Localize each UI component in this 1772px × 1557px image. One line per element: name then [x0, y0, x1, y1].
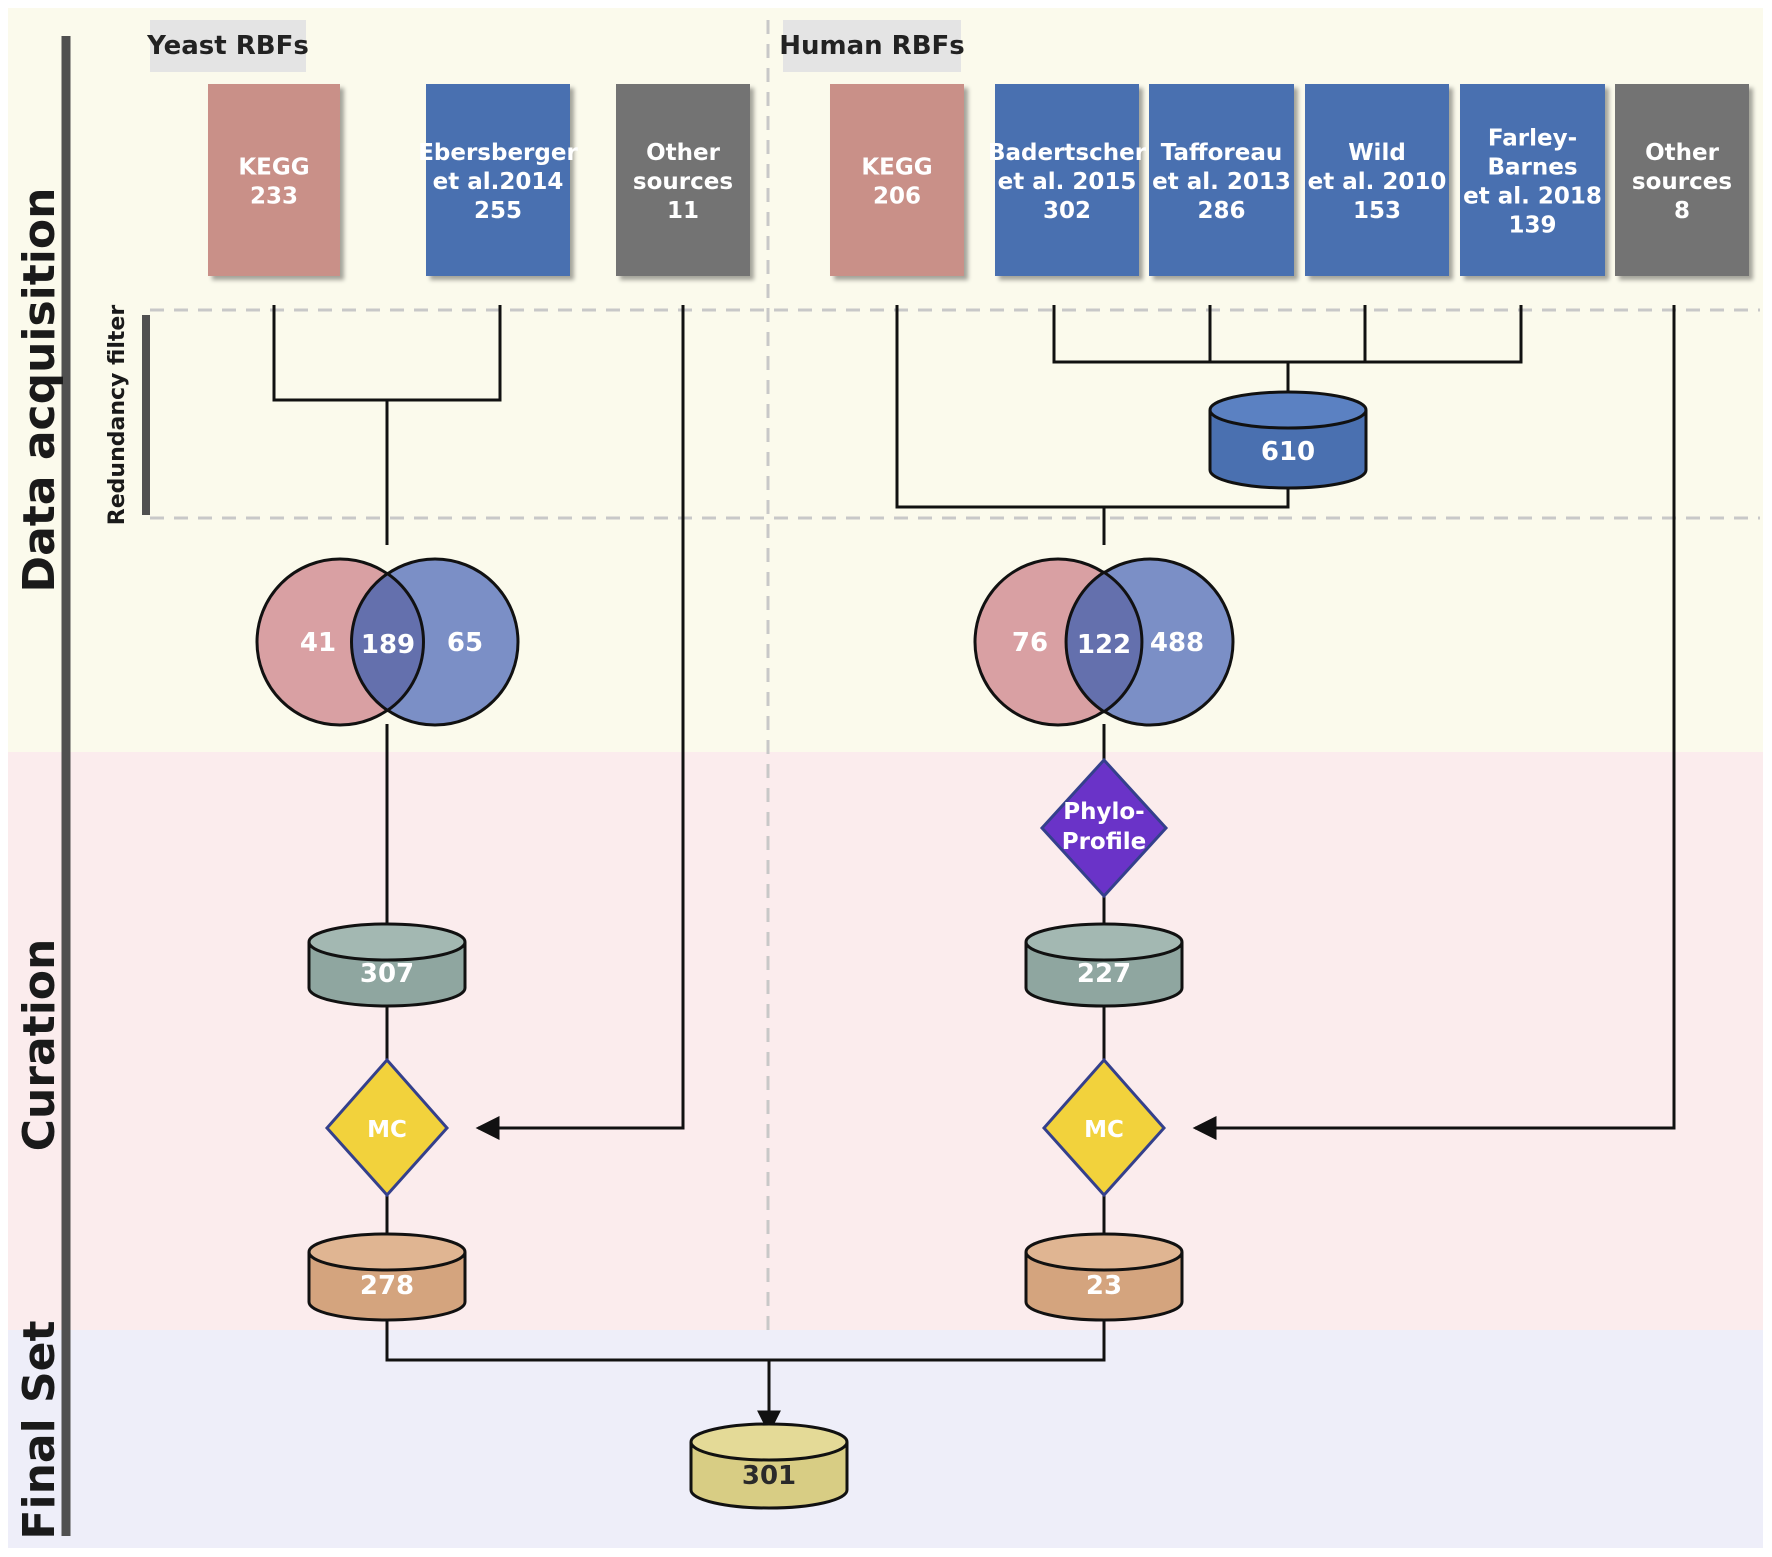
human-source-badertscher-label: Badertscher	[988, 140, 1147, 166]
human-source-other-label: sources	[1632, 169, 1732, 195]
stage-label-curation: Curation	[14, 939, 65, 1152]
human-source-other-label: Other	[1645, 140, 1720, 166]
final-db-label: 301	[742, 1461, 796, 1491]
human-venn	[973, 557, 1235, 727]
human-other-arrow	[1192, 305, 1676, 1140]
human-merge-db	[1208, 390, 1368, 490]
yeast-source-other-label: Other	[646, 140, 721, 166]
redundancy-filter-label: Redundancy filter	[105, 305, 130, 526]
human-mc-db	[1024, 1232, 1184, 1322]
phyloprofile-diamond	[1039, 757, 1169, 899]
yeast-venn	[255, 557, 520, 727]
human-source-farley-barnes-label: 139	[1508, 213, 1556, 239]
human-mc-diamond	[1041, 1057, 1167, 1198]
stage-label-acquisition: Data acquisition	[14, 188, 65, 593]
human-source-wild-label: Wild	[1348, 140, 1406, 166]
human-kegg-to-merge	[895, 305, 1290, 509]
phyloprofile-label-1: Phylo-	[1063, 799, 1144, 825]
phyloprofile-label-2: Profile	[1062, 829, 1147, 855]
human-source-badertscher-label: et al. 2015	[998, 169, 1137, 195]
yeast-source-ebersberger-label: 255	[474, 198, 522, 224]
human-source-other-label: 8	[1674, 198, 1690, 224]
human-mc-label: MC	[1084, 1117, 1124, 1143]
yeast-header-box	[150, 20, 306, 72]
human-source-tafforeau-label: 286	[1197, 198, 1245, 224]
yeast-source-ebersberger-box	[426, 84, 570, 276]
human-source-wild-label: 153	[1353, 198, 1401, 224]
human-venn-left: 76	[1012, 628, 1048, 658]
human-header-box	[783, 20, 961, 72]
human-source-tafforeau-label: Tafforeau	[1161, 140, 1283, 166]
human-mc-db-label: 23	[1086, 1271, 1122, 1301]
human-source-farley-barnes-label: Farley-	[1488, 126, 1577, 152]
yeast-header: Yeast RBFs	[146, 31, 309, 61]
human-source-wild-box	[1305, 84, 1449, 276]
yeast-source-other-label: sources	[633, 169, 733, 195]
human-source-tafforeau-box	[1149, 84, 1294, 276]
stage-label-final: Final Set	[14, 1320, 65, 1539]
yeast-source-kegg-label: 233	[250, 184, 298, 210]
curation-band	[8, 752, 1763, 1330]
yeast-source-kegg-label: KEGG	[238, 155, 309, 181]
human-source-badertscher-box	[995, 84, 1139, 276]
human-source-other-box	[1615, 84, 1749, 276]
yeast-other-arrow	[475, 305, 685, 1140]
human-source-farley-barnes-label: Barnes	[1487, 155, 1577, 181]
source-boxes: KEGG 233 Ebersberger et al.2014 255 Other sour…	[208, 84, 1749, 276]
human-header: Human RBFs	[779, 31, 965, 61]
yeast-venn-left: 41	[300, 628, 336, 658]
final-band	[8, 1330, 1763, 1548]
human-source-badertscher-label: 302	[1043, 198, 1091, 224]
yeast-venn-right: 65	[447, 628, 483, 658]
yeast-mc-label: MC	[367, 1117, 407, 1143]
yeast-source-ebersberger-label: et al.2014	[433, 169, 564, 195]
yeast-curated-db-label: 307	[360, 959, 414, 989]
yeast-mc-db	[307, 1232, 467, 1322]
yeast-venn-overlap: 189	[361, 630, 415, 660]
human-venn-overlap: 122	[1077, 630, 1131, 660]
human-venn-right: 488	[1150, 628, 1204, 658]
final-merge-bracket	[385, 1320, 1106, 1362]
human-source-tafforeau-label: et al. 2013	[1152, 169, 1291, 195]
human-curated-db	[1024, 922, 1184, 1008]
human-source-kegg-label: 206	[873, 184, 921, 210]
yeast-source-other-box	[616, 84, 750, 276]
human-source-farley-barnes-box	[1460, 84, 1605, 276]
yeast-curated-db	[307, 922, 467, 1008]
yeast-source-kegg-box	[208, 84, 340, 276]
yeast-source-ebersberger-label: Ebersberger	[418, 140, 578, 166]
final-db	[689, 1422, 849, 1510]
yeast-mc-db-label: 278	[360, 1271, 414, 1301]
human-source-kegg-box	[830, 84, 964, 276]
human-source-kegg-label: KEGG	[861, 155, 932, 181]
human-curated-db-label: 227	[1077, 959, 1131, 989]
yeast-mc-diamond	[324, 1057, 450, 1198]
yeast-source-other-label: 11	[667, 198, 699, 224]
human-merge-db-label: 610	[1261, 437, 1315, 467]
human-source-farley-barnes-label: et al. 2018	[1463, 184, 1602, 210]
human-source-wild-label: et al. 2010	[1308, 169, 1447, 195]
